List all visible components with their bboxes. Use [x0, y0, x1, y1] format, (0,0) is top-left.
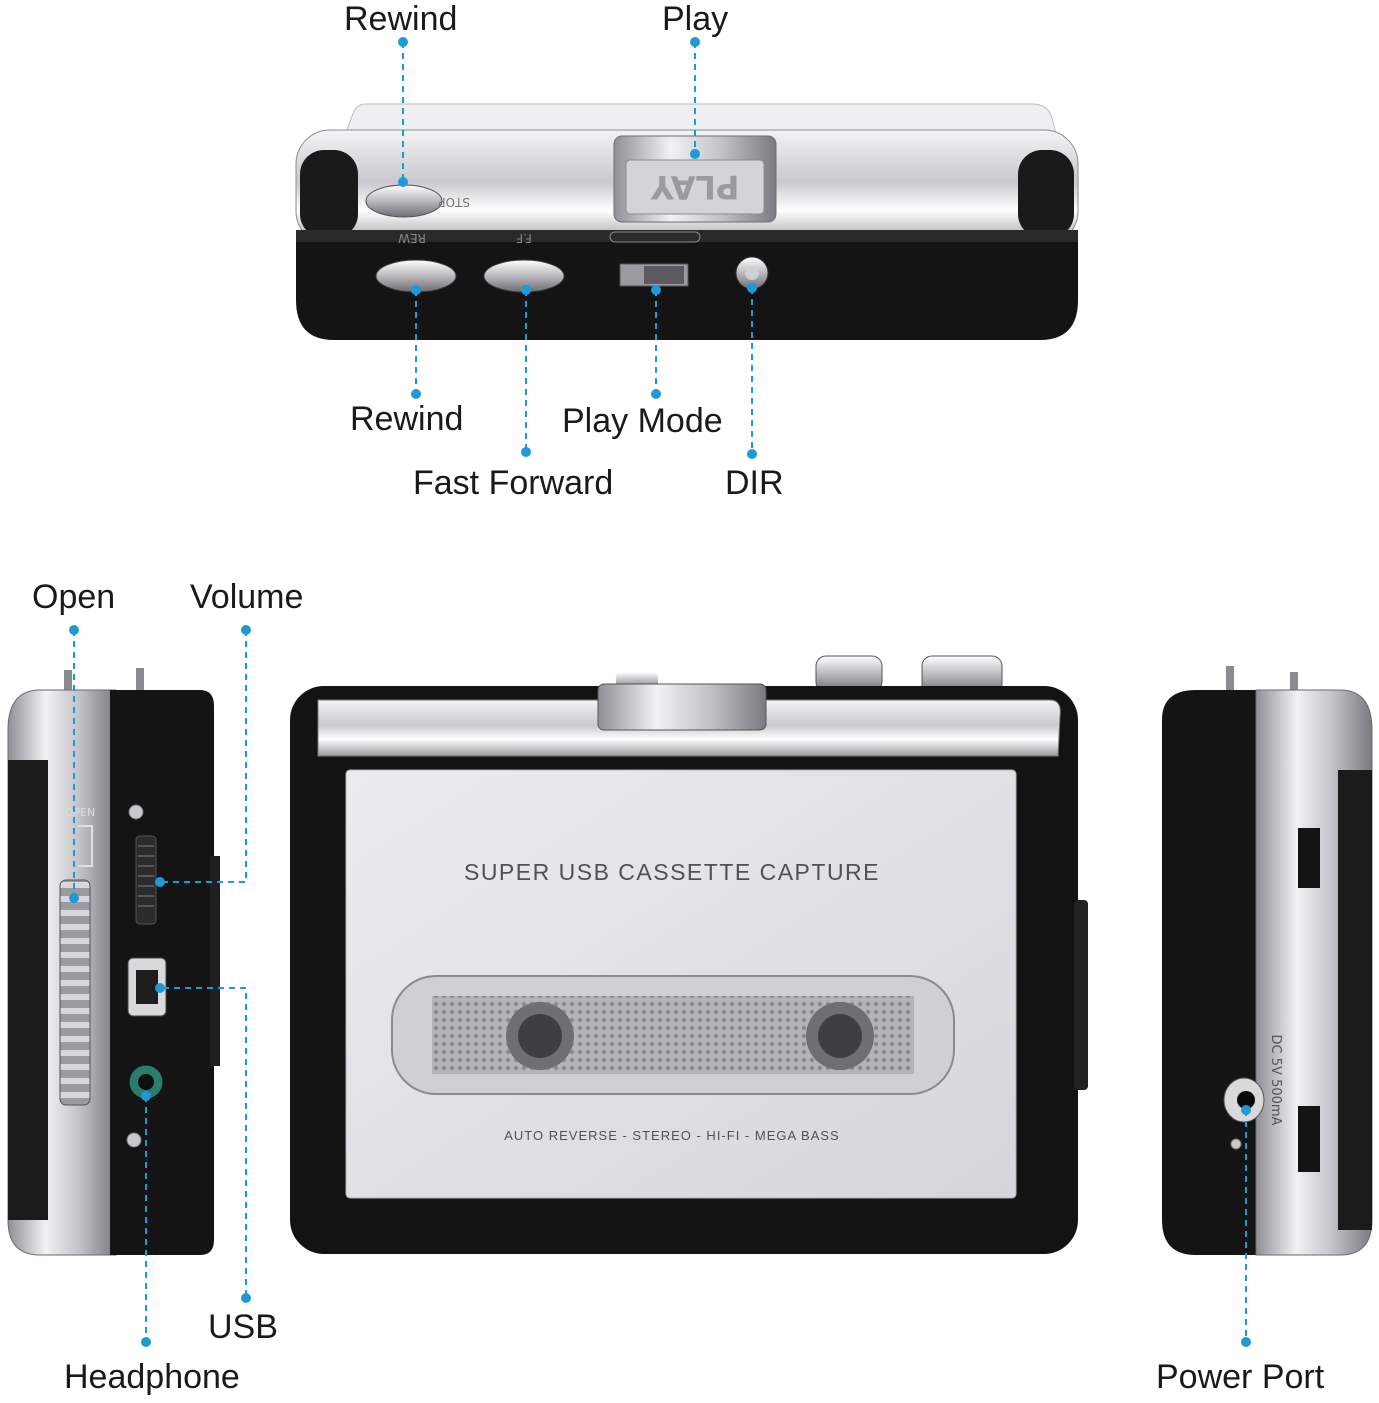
label-open: Open — [32, 578, 116, 616]
label-fast-forward: Fast Forward — [413, 464, 614, 502]
ff-key-text: F.F — [516, 231, 532, 245]
top-play-key: PLAY — [613, 135, 777, 223]
label-usb: USB — [208, 1308, 278, 1346]
label-play: Play — [662, 0, 729, 38]
label-rewind-top: Rewind — [344, 0, 458, 38]
rew-key-text: REW — [398, 231, 426, 245]
front-device: SUPER USB CASSETTE CAPTURE AUTO REVERSE … — [290, 655, 1088, 1254]
label-headphone: Headphone — [64, 1358, 240, 1396]
stop-key-text: STOP — [438, 195, 470, 209]
label-dir: DIR — [725, 464, 784, 502]
front-subtitle-text: AUTO REVERSE - STEREO - HI-FI - MEGA BAS… — [504, 1128, 839, 1143]
label-rewind-bottom: Rewind — [350, 400, 464, 438]
play-key-text: PLAY — [650, 168, 740, 206]
top-view-device: PLAY STOP REW F.F — [295, 103, 1079, 340]
left-side-device: OPEN — [7, 668, 220, 1256]
label-volume: Volume — [190, 578, 304, 616]
open-tab-text: OPEN — [65, 806, 95, 819]
label-play-mode: Play Mode — [562, 402, 723, 440]
callout-lines — [73, 42, 1247, 1340]
label-power-port: Power Port — [1156, 1358, 1325, 1396]
front-title-text: SUPER USB CASSETTE CAPTURE — [464, 859, 880, 885]
power-spec-text: DC 5V 500mA — [1268, 1035, 1283, 1126]
callout-dots — [69, 37, 1251, 1347]
right-side-device: DC 5V 500mA — [1162, 666, 1373, 1256]
